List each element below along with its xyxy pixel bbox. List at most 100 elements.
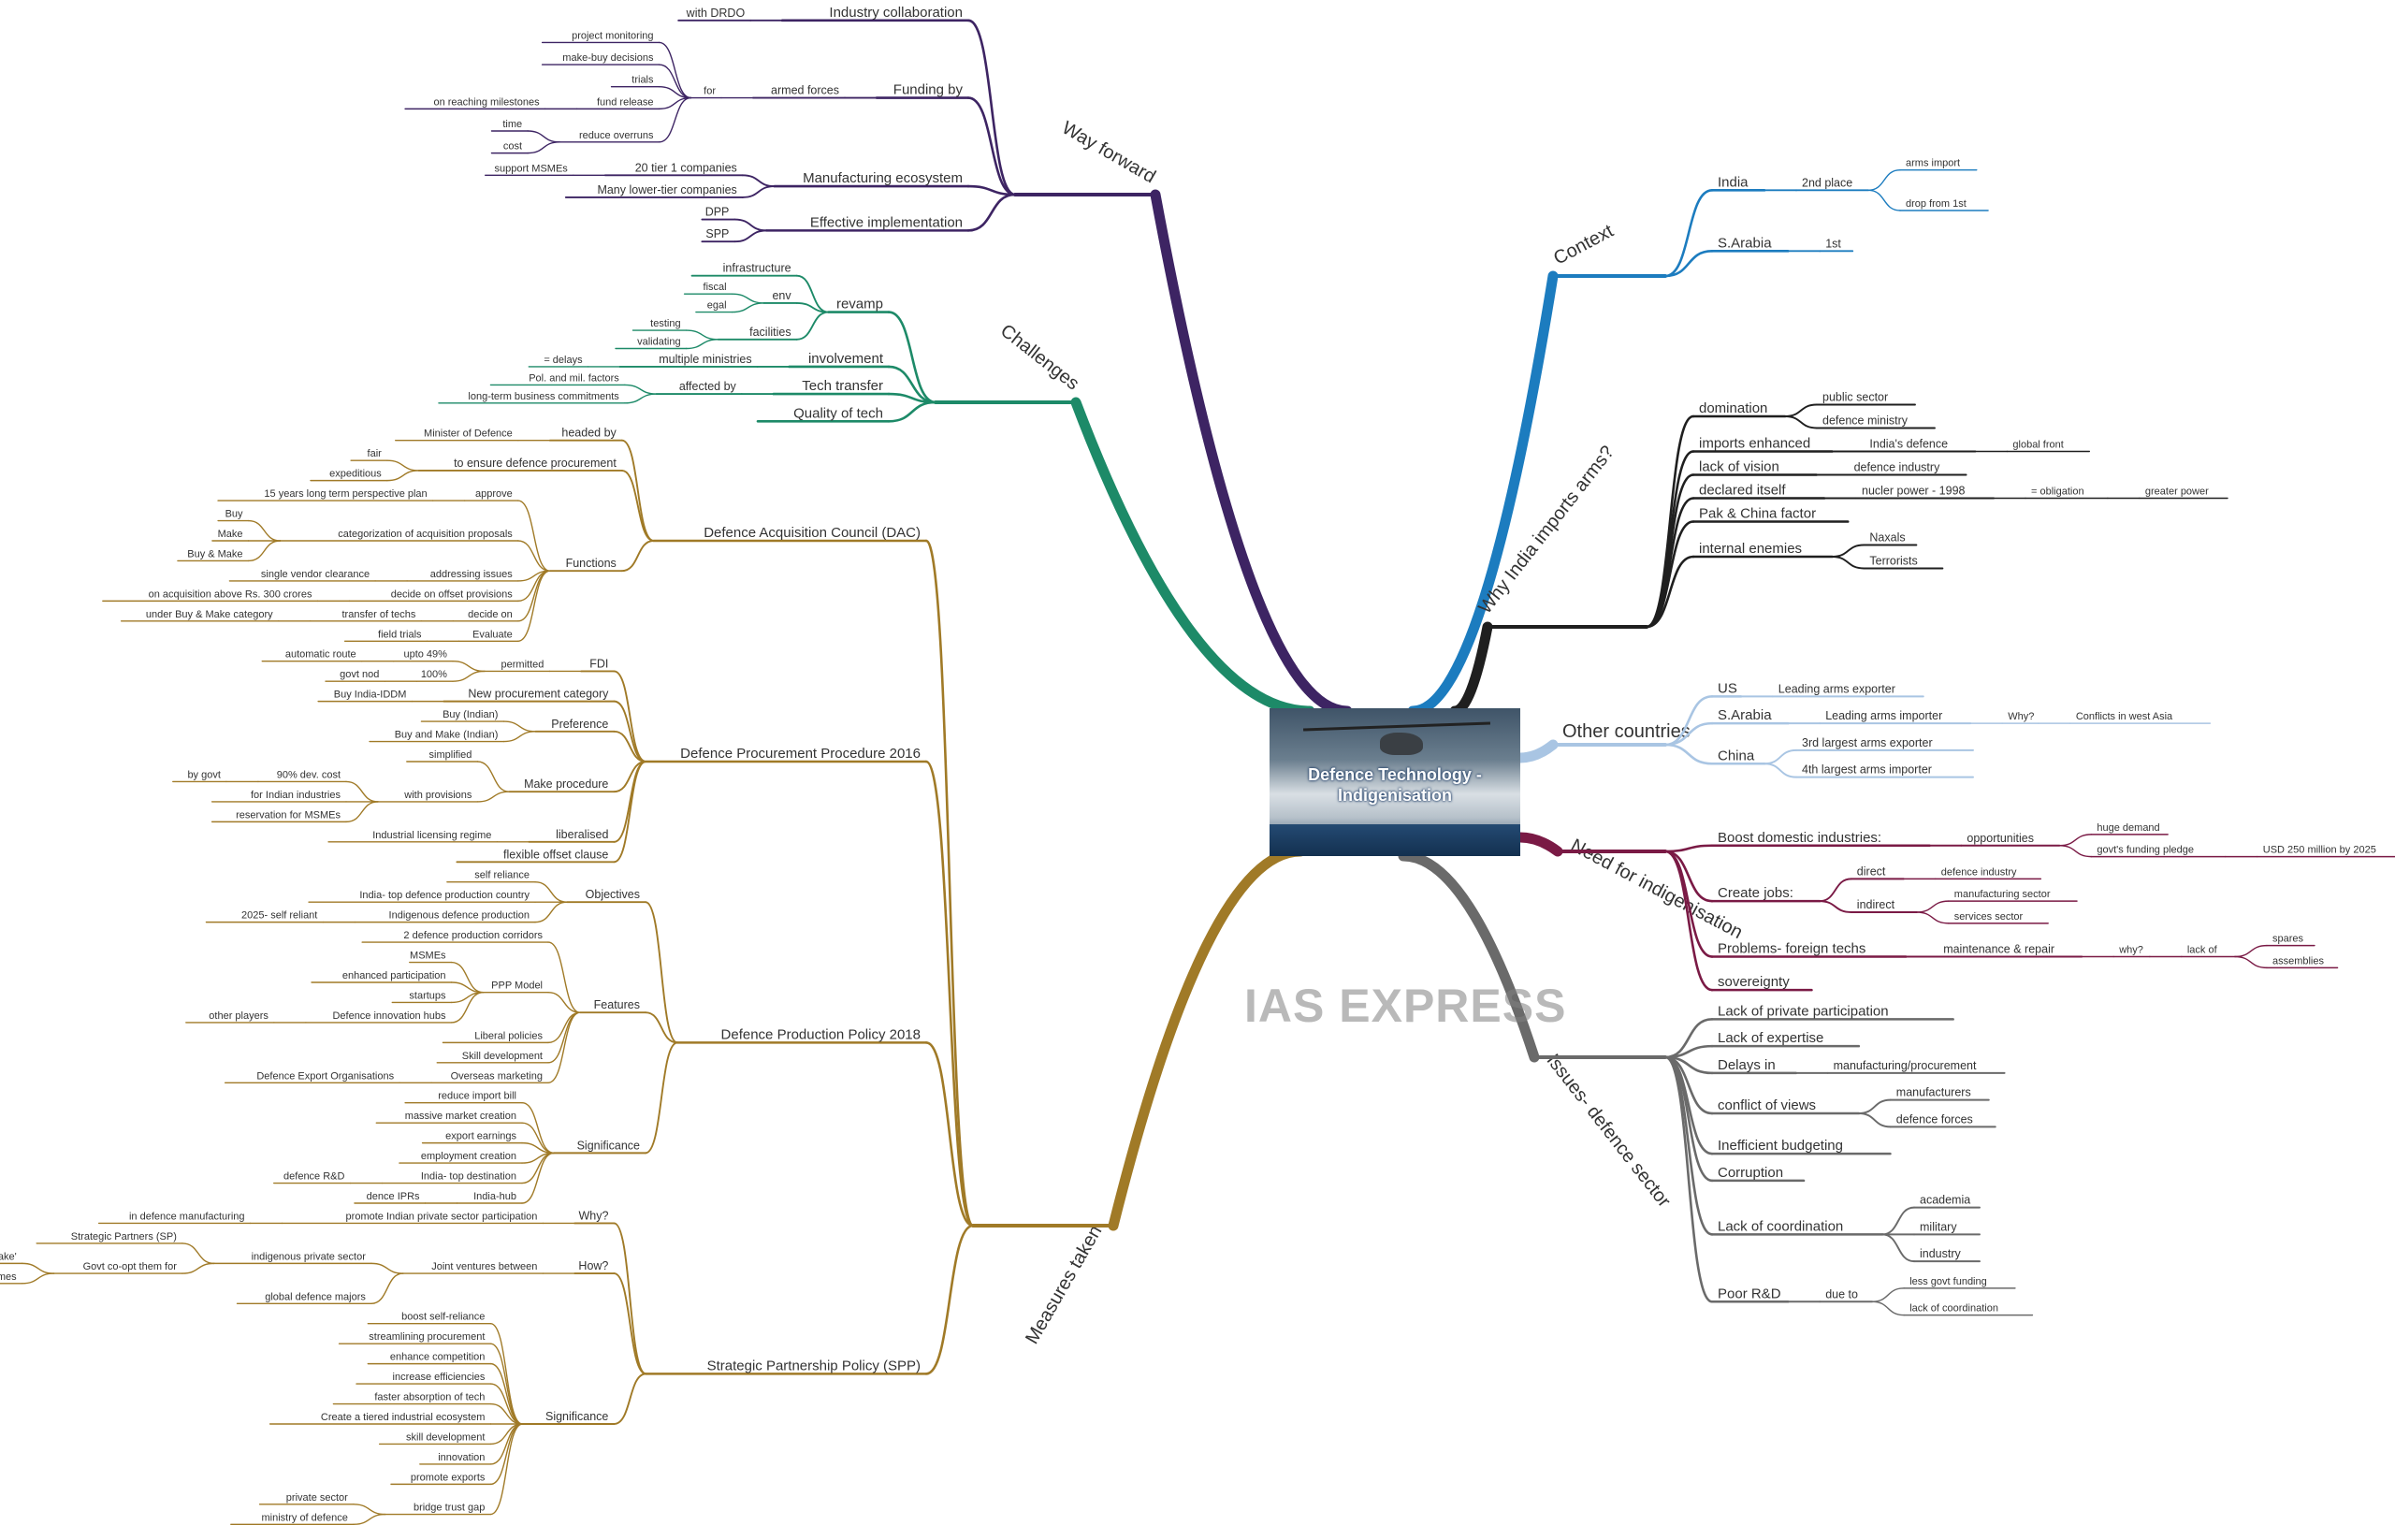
node-functions[interactable]: Functions — [566, 557, 617, 570]
node-simplified[interactable]: simplified — [429, 749, 472, 761]
node-quality-of-tech[interactable]: Quality of tech — [793, 405, 883, 421]
node-trials[interactable]: trials — [631, 75, 654, 86]
node-liberal-policies[interactable]: Liberal policies — [474, 1030, 543, 1041]
node-inefficient-budgeting[interactable]: Inefficient budgeting — [1718, 1138, 1843, 1154]
node-20-tier-1-companies[interactable]: 20 tier 1 companies — [635, 161, 737, 174]
node-spares[interactable]: spares — [2272, 934, 2304, 945]
node-massive-market-creation[interactable]: massive market creation — [405, 1111, 516, 1122]
node-govt-nod[interactable]: govt nod — [340, 669, 379, 680]
branch-title-challenges[interactable]: Challenges — [996, 321, 1082, 395]
node-nucler-power-1998[interactable]: nucler power - 1998 — [1862, 485, 1966, 498]
node-ppp-model[interactable]: PPP Model — [491, 981, 543, 992]
node-reduce-overruns[interactable]: reduce overruns — [579, 130, 654, 141]
node-indigenous-private-sector[interactable]: indigenous private sector — [252, 1251, 367, 1262]
node-lack-of-expertise[interactable]: Lack of expertise — [1718, 1030, 1823, 1046]
node-single-vendor-clearance[interactable]: single vendor clearance — [261, 569, 370, 580]
node-long-term-business-commitments[interactable]: long-term business commitments — [468, 391, 619, 402]
node-testing[interactable]: testing — [650, 318, 680, 329]
node-global-front[interactable]: global front — [2012, 440, 2063, 451]
node-flexible-offset-clause[interactable]: flexible offset clause — [503, 848, 608, 861]
node-govt-s-funding-pledge[interactable]: govt's funding pledge — [2097, 845, 2194, 856]
node-boost-domestic-industries[interactable]: Boost domestic industries: — [1718, 830, 1881, 846]
node-buy-indian[interactable]: Buy (Indian) — [443, 709, 498, 720]
node-how[interactable]: How? — [578, 1259, 608, 1272]
node-significance[interactable]: Significance — [577, 1139, 640, 1152]
node-defence-export-organisations[interactable]: Defence Export Organisations — [256, 1070, 394, 1082]
node-transfer-of-techs[interactable]: transfer of techs — [341, 609, 415, 620]
node-assemblies[interactable]: assemblies — [2272, 955, 2325, 966]
node-streamlining-procurement[interactable]: streamlining procurement — [369, 1331, 485, 1343]
node-lack-of-coordination[interactable]: lack of coordination — [1909, 1303, 1998, 1315]
node-us[interactable]: US — [1718, 680, 1737, 696]
node-arms-import[interactable]: arms import — [1906, 158, 1960, 169]
node-increase-efficiencies[interactable]: increase efficiencies — [393, 1372, 486, 1383]
node-terrorists[interactable]: Terrorists — [1869, 555, 1917, 568]
node-15-years-long-term-perspective-plan[interactable]: 15 years long term perspective plan — [264, 488, 427, 500]
node-make[interactable]: Make — [218, 529, 243, 540]
node-minister-of-defence[interactable]: Minister of Defence — [424, 429, 513, 440]
node-effective-implementation[interactable]: Effective implementation — [810, 214, 963, 230]
node-maintenance-repair[interactable]: maintenance & repair — [1943, 943, 2054, 956]
node-manufacturing-sector[interactable]: manufacturing sector — [1954, 889, 2051, 900]
node-internal-enemies[interactable]: internal enemies — [1699, 541, 1802, 557]
node-conflict-of-views[interactable]: conflict of views — [1718, 1097, 1816, 1113]
node-drop-from-1st[interactable]: drop from 1st — [1906, 198, 1967, 210]
node-industrial-licensing-regime[interactable]: Industrial licensing regime — [372, 830, 491, 841]
node-less-govt-funding[interactable]: less govt funding — [1909, 1276, 1987, 1287]
node-manufacturers[interactable]: manufacturers — [1896, 1086, 1971, 1099]
node-ministry-of-defence[interactable]: ministry of defence — [262, 1512, 348, 1523]
node-on-reaching-milestones[interactable]: on reaching milestones — [433, 96, 540, 108]
node-revamp[interactable]: revamp — [836, 297, 883, 312]
node-opportunities[interactable]: opportunities — [1967, 832, 2034, 845]
node-armed-forces[interactable]: armed forces — [771, 84, 839, 97]
node-multiple-ministries[interactable]: multiple ministries — [659, 353, 751, 366]
node-fund-release[interactable]: fund release — [597, 96, 654, 108]
node-industry[interactable]: industry — [1920, 1247, 1962, 1260]
node-involvement[interactable]: involvement — [808, 351, 884, 367]
node-boost-self-reliance[interactable]: boost self-reliance — [401, 1312, 485, 1323]
node-with-drdo[interactable]: with DRDO — [686, 7, 746, 20]
node-for[interactable]: for — [704, 86, 716, 97]
node-naxals[interactable]: Naxals — [1869, 531, 1905, 545]
node-declared-itself[interactable]: declared itself — [1699, 483, 1786, 499]
node-dence-iprs[interactable]: dence IPRs — [367, 1191, 420, 1202]
node-joint-ventures-between[interactable]: Joint ventures between — [431, 1261, 537, 1272]
node-create-a-tiered-industrial-ecosystem[interactable]: Create a tiered industrial ecosystem — [321, 1412, 485, 1423]
node-india[interactable]: India — [1718, 174, 1749, 190]
node-to-ensure-defence-procurement[interactable]: to ensure defence procurement — [454, 457, 617, 470]
node-automatic-route[interactable]: automatic route — [285, 649, 356, 661]
node-objectives[interactable]: Objectives — [586, 888, 640, 901]
node-for-indian-industries[interactable]: for Indian industries — [251, 790, 341, 801]
node-defence-production-policy-2018[interactable]: Defence Production Policy 2018 — [721, 1026, 921, 1042]
branch-title-issues-defence-sector[interactable]: Issues- defence sector — [1543, 1050, 1675, 1211]
node-buy-make[interactable]: Buy & Make — [187, 548, 242, 559]
node-domination[interactable]: domination — [1699, 400, 1767, 416]
node-validating[interactable]: validating — [637, 337, 680, 348]
node-infrastructure[interactable]: infrastructure — [723, 262, 791, 275]
node-buy[interactable]: Buy — [225, 509, 243, 520]
node-msmes[interactable]: MSMEs — [410, 951, 446, 962]
node-defence-procurement-procedure-2016[interactable]: Defence Procurement Procedure 2016 — [680, 746, 921, 762]
node-project-monitoring[interactable]: project monitoring — [572, 30, 653, 41]
node-indirect[interactable]: indirect — [1857, 898, 1895, 911]
node-defence-forces[interactable]: defence forces — [1896, 1112, 1973, 1126]
node-100[interactable]: 100% — [421, 669, 447, 680]
node-categorization-of-acquisition-proposals[interactable]: categorization of acquisition proposals — [338, 529, 513, 540]
node-90-dev-cost[interactable]: 90% dev. cost — [277, 769, 341, 780]
node-1st[interactable]: 1st — [1825, 237, 1841, 250]
node-3rd-largest-arms-exporter[interactable]: 3rd largest arms exporter — [1802, 736, 1933, 749]
node-skill-development[interactable]: skill development — [406, 1431, 485, 1443]
node-why[interactable]: Why? — [578, 1209, 608, 1222]
node-huge-demand[interactable]: huge demand — [2097, 822, 2159, 834]
node-promote-indian-private-sector-participation[interactable]: promote Indian private sector participat… — [346, 1211, 538, 1222]
node-pol-and-mil-factors[interactable]: Pol. and mil. factors — [529, 372, 619, 384]
node-dpp[interactable]: DPP — [705, 206, 730, 219]
node-overseas-marketing[interactable]: Overseas marketing — [451, 1070, 543, 1082]
node-public-sector[interactable]: public sector — [1822, 391, 1888, 404]
node-under-buy-make-category[interactable]: under Buy & Make category — [146, 609, 273, 620]
node-2nd-place[interactable]: 2nd place — [1802, 176, 1852, 189]
node-cost[interactable]: cost — [503, 141, 522, 153]
node-services-sector[interactable]: services sector — [1954, 911, 2024, 923]
node-indigenous-defence-production[interactable]: Indigenous defence production — [389, 910, 530, 922]
node-env[interactable]: env — [772, 289, 791, 302]
